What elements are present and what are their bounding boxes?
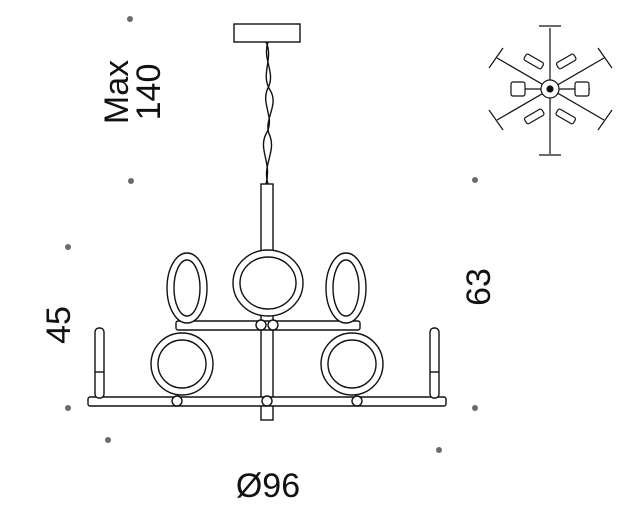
- max-height-value: 140: [130, 64, 168, 121]
- diameter-value: Ø96: [236, 467, 300, 505]
- canopy-plate: [233, 23, 301, 43]
- chandelier-top-view: [488, 25, 613, 156]
- upper-ring-left: [166, 252, 208, 324]
- end-light-right: [429, 327, 440, 399]
- reference-dots: [65, 16, 478, 453]
- upper-ring-right: [325, 252, 367, 324]
- max-height-label: Max: [98, 60, 136, 124]
- upper-ring-center: [232, 249, 304, 317]
- joint-knob: [267, 319, 279, 331]
- body-height-value: 63: [460, 268, 498, 306]
- joint-knob: [351, 395, 363, 407]
- lower-height-value: 45: [40, 306, 78, 344]
- reference-dot: [472, 405, 478, 411]
- ceiling-canopy: [233, 23, 301, 185]
- joint-knob: [261, 395, 273, 407]
- reference-dot: [472, 177, 478, 183]
- reference-dot: [436, 447, 442, 453]
- lower-ring-right: [320, 332, 384, 396]
- reference-dot: [128, 178, 134, 184]
- reference-dot: [127, 16, 133, 22]
- suspension-cable: [265, 41, 274, 185]
- suspension-cable: [262, 41, 272, 185]
- reference-dot: [65, 405, 71, 411]
- reference-dot: [65, 244, 71, 250]
- joint-knob: [171, 395, 183, 407]
- chandelier-front-view: [87, 183, 447, 421]
- end-light-left: [94, 327, 105, 399]
- reference-dot: [105, 437, 111, 443]
- joint-knob: [255, 319, 267, 331]
- lower-ring-left: [150, 332, 214, 396]
